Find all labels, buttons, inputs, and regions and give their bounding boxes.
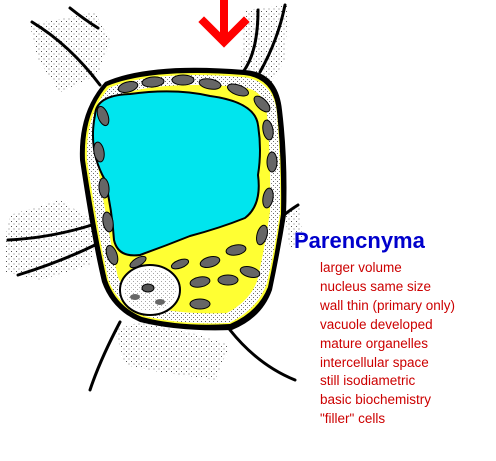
organelle — [218, 275, 238, 285]
property-item: larger volume — [320, 259, 496, 278]
organelle — [190, 299, 210, 309]
property-item: nucleus same size — [320, 278, 496, 297]
property-item: "filler" cells — [320, 410, 496, 429]
organelle — [267, 152, 277, 172]
intercellular-space-bottom — [115, 322, 230, 380]
organelle — [172, 75, 194, 85]
property-item: wall thin (primary only) — [320, 297, 496, 316]
wall-line — [90, 322, 120, 390]
nucleus-organelle — [155, 299, 165, 305]
property-item: still isodiametric — [320, 372, 496, 391]
nucleolus — [142, 284, 154, 292]
wall-line — [230, 330, 295, 380]
property-item: vacuole developed — [320, 316, 496, 335]
property-list: larger volume nucleus same size wall thi… — [320, 259, 496, 429]
property-item: mature organelles — [320, 335, 496, 354]
arrow-icon — [204, 0, 244, 42]
nucleus-organelle — [130, 294, 140, 300]
property-item: basic biochemistry — [320, 391, 496, 410]
diagram-title: Parencnyma — [294, 229, 425, 253]
property-item: intercellular space — [320, 354, 496, 373]
